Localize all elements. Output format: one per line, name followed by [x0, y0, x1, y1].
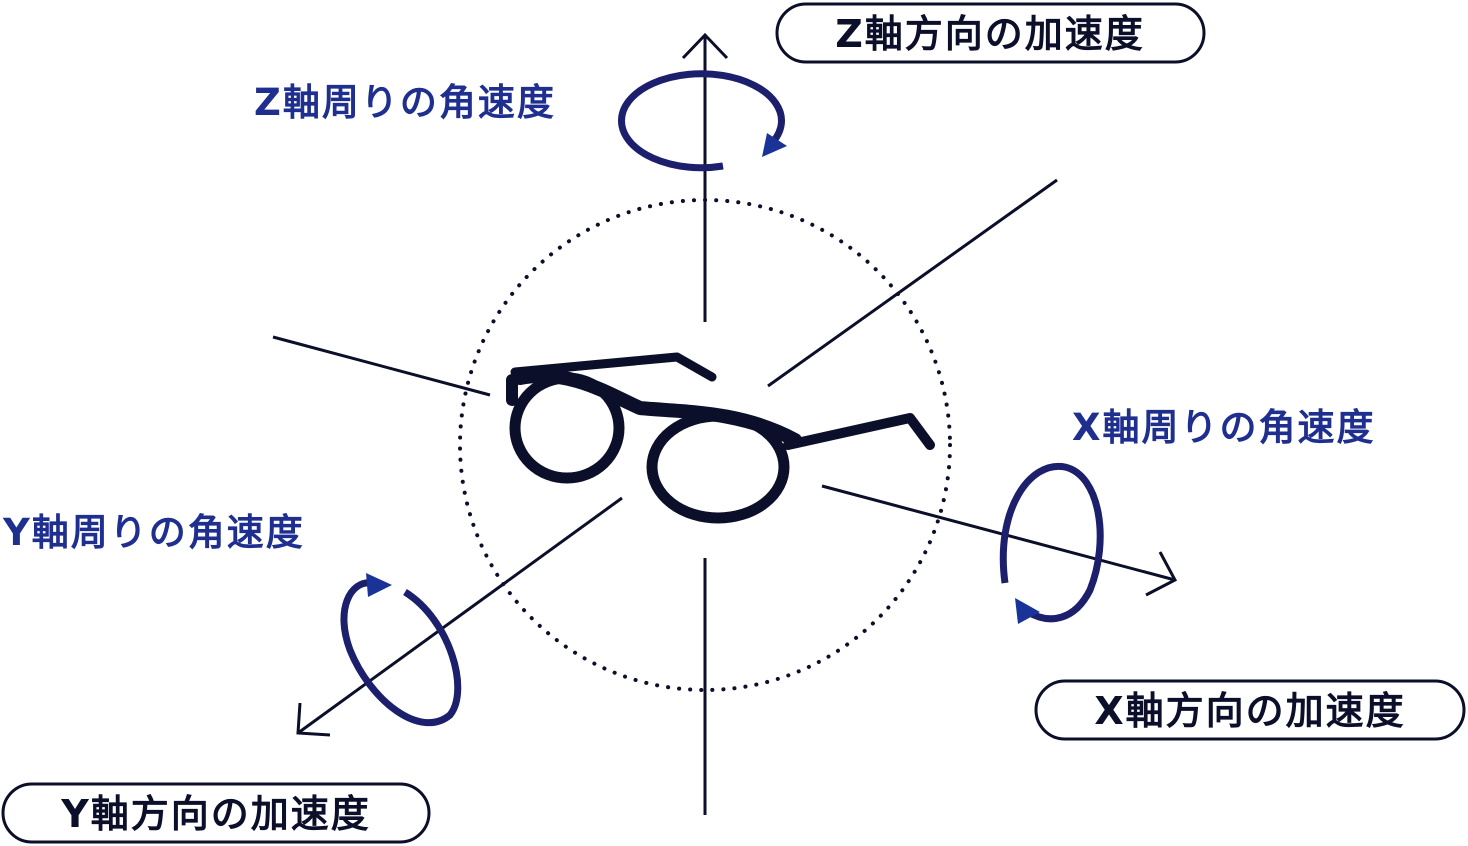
x-rotation-ring-icon [999, 462, 1104, 624]
y-angular-velocity-label: Y軸周りの角速度 [2, 511, 305, 554]
y-axis [296, 178, 1058, 737]
x-acceleration-text: X軸方向の加速度 [1094, 689, 1405, 733]
glasses-icon [506, 352, 935, 524]
z-angular-velocity-label: Z軸周りの角速度 [254, 81, 556, 124]
z-rotation-ring-icon [618, 70, 787, 172]
y-acceleration-text: Y軸方向の加速度 [60, 792, 371, 836]
z-acceleration-text: Z軸方向の加速度 [835, 12, 1145, 56]
z-axis [681, 32, 729, 815]
z-acceleration-label: Z軸方向の加速度 [775, 2, 1206, 64]
x-angular-velocity-label: X軸周りの角速度 [1072, 406, 1376, 449]
x-acceleration-label: X軸方向の加速度 [1034, 679, 1466, 741]
x-axis [272, 335, 1178, 597]
y-acceleration-label: Y軸方向の加速度 [1, 782, 431, 844]
y-rotation-ring-icon [340, 573, 462, 727]
